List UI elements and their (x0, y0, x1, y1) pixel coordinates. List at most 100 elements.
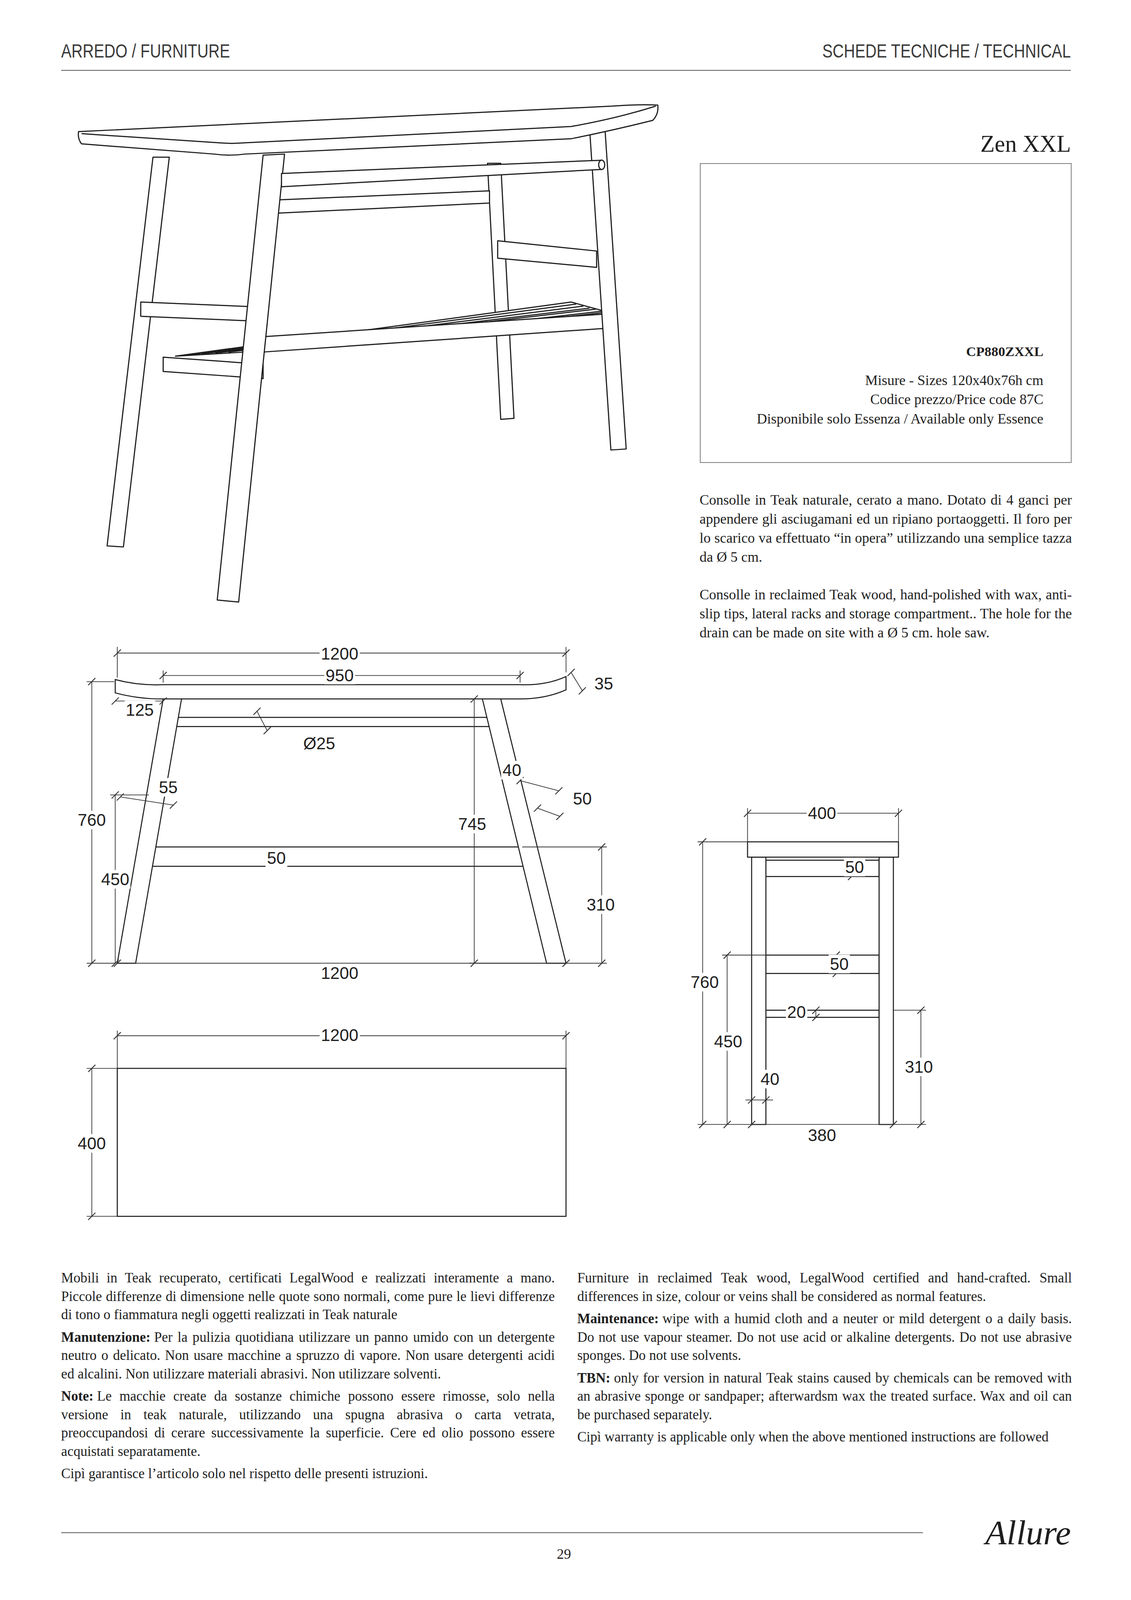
header-text: SCHEDE TECNICHE / TECHNICAL (822, 40, 1072, 62)
dimension-tick (88, 1212, 96, 1220)
dimension-value: 310 (585, 895, 617, 915)
product-code: CP880ZXXL (966, 343, 1044, 360)
dimension-tick (470, 695, 478, 703)
label-wrap: 125 (124, 700, 155, 720)
rail (765, 954, 880, 974)
slab-edge (81, 105, 656, 144)
dimension-tick (578, 687, 587, 695)
paragraph: Furniture in reclaimed Teak wood, LegalW… (577, 1268, 1072, 1306)
towel-rail (176, 717, 490, 727)
dimension-tick (113, 649, 121, 657)
dimension-tick (890, 1120, 898, 1128)
paragraph: Cipì garantisce l’articolo solo nel risp… (61, 1464, 555, 1483)
label-wrap: 50 (571, 789, 593, 809)
label-wrap: SCHEDE TECNICHE / TECHNICAL (822, 40, 1072, 62)
dimension-tick (111, 697, 120, 705)
dimension-tick (723, 951, 731, 959)
dimension-value: 40 (501, 760, 523, 780)
front-view (115, 676, 566, 963)
paragraph-text: Mobili in Teak recuperato, certificati L… (61, 1270, 555, 1323)
label-wrap: 760 (76, 810, 108, 830)
paragraph: Consolle in Teak naturale, cerato a mano… (699, 490, 1073, 567)
label-wrap: 950 (324, 665, 356, 685)
page-number: 29 (556, 1546, 572, 1563)
rail (765, 1010, 880, 1018)
label-wrap: ARREDO / FURNITURE (61, 40, 231, 62)
dimension-value: 400 (76, 1134, 108, 1153)
crossbar (275, 190, 490, 214)
dimension-value: 20 (785, 1002, 808, 1021)
side-bar (140, 302, 264, 322)
leg (117, 698, 182, 963)
dimension-value: 950 (324, 665, 356, 685)
header-rule (61, 70, 1071, 72)
dimension-tick (253, 707, 261, 715)
extension-line (116, 646, 118, 678)
extension-line (765, 1099, 774, 1101)
text-column: Furniture in reclaimed Teak wood, LegalW… (577, 1268, 1072, 1447)
dimension-tick (598, 959, 606, 968)
dimension-line (120, 796, 174, 805)
paragraph-heading: Note: (61, 1388, 94, 1404)
dimension-tick (116, 793, 125, 801)
footer-rule (61, 1531, 924, 1533)
spec-line: Disponibile solo Essenza / Available onl… (756, 410, 1044, 427)
extension-line (469, 962, 547, 964)
label-wrap: 760 (689, 972, 721, 992)
paragraph-text: Cipì warranty is applicable only when th… (577, 1429, 1049, 1445)
brand-logo: Allure (985, 1513, 1072, 1552)
leg (106, 157, 169, 547)
text-column: Mobili in Teak recuperato, certificati L… (61, 1268, 555, 1483)
paragraph: Consolle in reclaimed Teak wood, hand-po… (699, 585, 1073, 643)
extension-line (697, 841, 748, 843)
paragraph: Mobili in Teak recuperato, certificati L… (61, 1268, 555, 1324)
perspective-view (78, 104, 659, 602)
paragraph-text: Cipì garantisce l’articolo solo nel risp… (61, 1465, 429, 1482)
paragraph: Cipì warranty is applicable only when th… (577, 1427, 1072, 1447)
paragraph-text: Consolle in Teak naturale, cerato a mano… (699, 491, 1073, 565)
dimension-value: 35 (592, 673, 615, 693)
label-wrap: 50 (828, 954, 850, 973)
dimension-value: 1200 (319, 1025, 360, 1045)
extension-line (86, 681, 115, 683)
product-title: Zen XXL (980, 130, 1071, 157)
towel-rail (281, 160, 602, 188)
leg (589, 125, 626, 450)
dimension-tick (562, 1031, 570, 1040)
dimension-value: 50 (571, 789, 593, 809)
paragraph-text: Le macchie create da sostanze chimiche p… (61, 1388, 555, 1459)
dimension-tick (917, 1006, 925, 1014)
dimension-tick (111, 791, 120, 799)
paragraph: Note:Le macchie create da sostanze chimi… (61, 1386, 555, 1461)
dimension-tick (113, 959, 121, 968)
text-wrap: Zen XXL (980, 130, 1071, 158)
label-wrap: Allure (985, 1513, 1072, 1552)
paragraph-text: Consolle in reclaimed Teak wood, hand-po… (699, 586, 1073, 641)
top-slab (78, 104, 659, 155)
dimension-value: 55 (157, 778, 179, 797)
dimension-tick (88, 678, 96, 686)
spec-line: Misure - Sizes 120x40x76h cm (865, 372, 1044, 389)
text-wrap: CP880ZXXL (966, 343, 1044, 360)
text-wrap: Codice prezzo/Price code 87C (870, 391, 1044, 408)
dimension-tick (748, 1096, 756, 1104)
dimension-tick (562, 959, 570, 968)
leg (482, 698, 567, 963)
leg (217, 154, 285, 602)
dimension-tick (698, 1120, 707, 1128)
dimension-value: 40 (759, 1069, 781, 1089)
dimension-lines (86, 646, 926, 1220)
dimension-tick (159, 697, 167, 705)
dimension-line (519, 780, 559, 791)
label-wrap: 310 (903, 1057, 935, 1077)
label-wrap: 745 (456, 814, 488, 834)
dimension-tick (516, 671, 524, 679)
dimension-line (537, 808, 561, 817)
header-text: ARREDO / FURNITURE (61, 40, 231, 62)
extension-line (721, 954, 766, 956)
label-wrap: 400 (806, 803, 838, 823)
extension-line (565, 646, 567, 673)
dimension-tick (744, 809, 752, 817)
label-wrap: 20 (785, 1002, 808, 1021)
